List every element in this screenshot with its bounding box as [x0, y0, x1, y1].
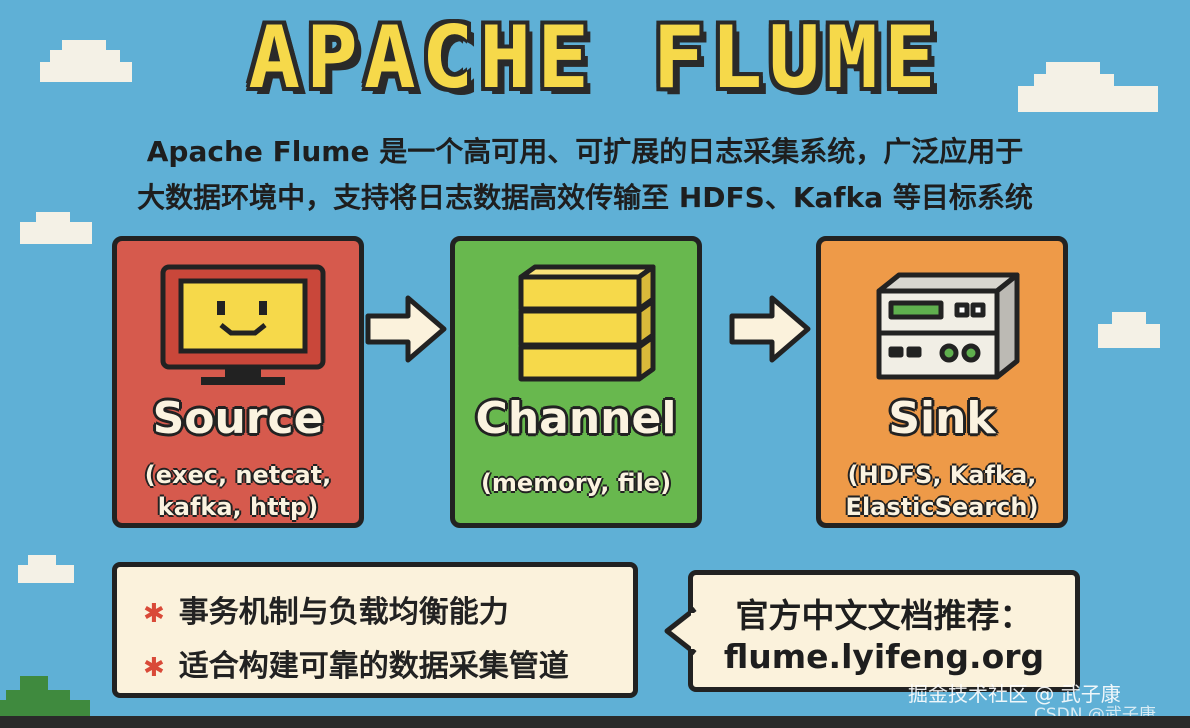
- features-panel: ✱ 事务机制与负载均衡能力 ✱ 适合构建可靠的数据采集管道: [112, 562, 638, 698]
- bottom-border: [0, 716, 1190, 728]
- sink-card: Sink (HDFS, Kafka, ElasticSearch): [816, 236, 1068, 528]
- feature-text: 事务机制与负载均衡能力: [178, 595, 509, 630]
- juejin-watermark: 掘金技术社区 @ 武子康: [908, 682, 1121, 706]
- source-subtitle-1: (exec, netcat,: [144, 461, 332, 489]
- monitor-icon: [160, 264, 326, 385]
- description-line-2: 大数据环境中，支持将日志数据高效传输至 HDFS、Kafka 等目标系统: [137, 181, 1033, 214]
- server-icon: [876, 272, 1020, 380]
- sink-subtitle-1: (HDFS, Kafka,: [847, 461, 1037, 489]
- docs-link[interactable]: flume.lyifeng.org: [723, 637, 1045, 676]
- star-icon: ✱: [143, 653, 165, 683]
- arrow-right-icon: [365, 295, 447, 363]
- feature-item: ✱ 适合构建可靠的数据采集管道: [143, 641, 569, 685]
- star-icon: ✱: [143, 599, 165, 629]
- description-line-1: Apache Flume 是一个高可用、可扩展的日志采集系统，广泛应用于: [146, 135, 1024, 168]
- docs-bubble: 官方中文文档推荐： flume.lyifeng.org: [664, 570, 1080, 692]
- speech-pointer-icon: [664, 607, 697, 655]
- source-title: Source: [152, 393, 324, 444]
- sink-title: Sink: [888, 393, 996, 444]
- sink-subtitle-2: ElasticSearch): [845, 493, 1039, 521]
- feature-item: ✱ 事务机制与负载均衡能力: [143, 587, 509, 631]
- arrow-right-icon: [729, 295, 811, 363]
- feature-text: 适合构建可靠的数据采集管道: [178, 649, 569, 684]
- channel-title: Channel: [475, 393, 677, 444]
- source-subtitle-2: kafka, http): [157, 493, 319, 521]
- stacked-layers-icon: [518, 264, 656, 382]
- channel-subtitle: (memory, file): [480, 469, 672, 497]
- page-title: APACHE FLUME: [248, 8, 942, 108]
- docs-label: 官方中文文档推荐：: [735, 596, 1033, 635]
- source-card: Source (exec, netcat, kafka, http): [112, 236, 364, 528]
- channel-card: Channel (memory, file): [450, 236, 702, 528]
